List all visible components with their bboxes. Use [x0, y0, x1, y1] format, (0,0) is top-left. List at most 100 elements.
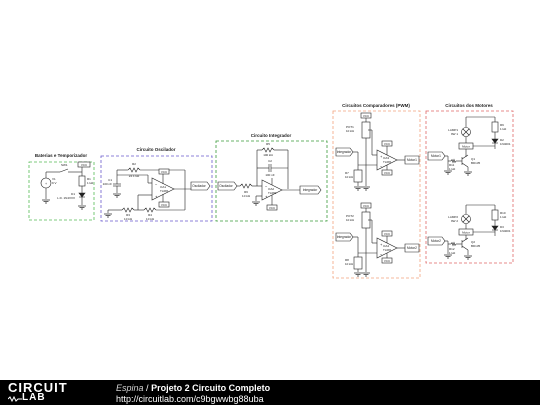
opamp-oa3-label: OA3 [383, 156, 389, 160]
pot2-value: 10 kΩ [346, 218, 355, 222]
lamp1-label: LAMP1 [448, 128, 458, 132]
integrator-section: Circuito Integrador [215, 133, 328, 222]
resistor-r6-label: R6 [244, 190, 248, 194]
vcc-osc-bottom: VCC [161, 203, 168, 207]
vcc-pot1: VCC [363, 114, 370, 118]
comparator-section: Circuitos Comparadores (PWM) [332, 103, 421, 279]
battery-timer-section: Baterias e Temporizador + V1 9 V SW1 R1 … [28, 153, 95, 221]
opamp-oa4-label: OA4 [383, 244, 389, 248]
motor2-input-label: Motor2 [431, 239, 441, 243]
author-link[interactable]: Espina [116, 383, 144, 393]
cap-c1-label: C1 [108, 178, 112, 182]
svg-text:−: − [380, 164, 383, 169]
pot1-value: 10 kΩ [346, 129, 355, 133]
resistor-r1-label: R1 [87, 177, 91, 181]
motor-section: Circuitos dos Motores [425, 103, 514, 264]
diode-d3-value: 1N4001 [500, 229, 511, 233]
resistor-r3-label: R3 [126, 213, 130, 217]
opamp-oa4-value: TL081 [383, 248, 392, 252]
comp2-input-label: Integrador [337, 235, 352, 239]
led-value: L.D. 1N4XXX [57, 196, 75, 200]
pwm2-output-label: Motor2 [407, 246, 417, 250]
footer-bar: CIRCUIT LAB Espina / Projeto 2 Circuito … [0, 380, 540, 405]
resistor-r5-label: R5 [266, 142, 270, 146]
motor2-block-label: Motor [462, 231, 470, 235]
battery-label: V1 [52, 177, 56, 181]
transistor-q1-value: BD135 [471, 161, 481, 165]
oscillator-section: Circuito Oscilador [100, 147, 213, 222]
vcc-net-label: VCC [81, 163, 88, 167]
svg-text:−: − [155, 182, 158, 187]
resistor-r11-value: 1 kΩ [449, 167, 456, 171]
vcc-comp2-bottom: VCC [384, 259, 391, 263]
lamp1-value: 9W 1 [451, 132, 458, 136]
resistor-r2-label: R2 [132, 162, 136, 166]
motor1-input-label: Motor1 [431, 154, 441, 158]
logo-text-top: CIRCUIT [8, 380, 68, 395]
circuitlab-logo[interactable]: CIRCUIT LAB [8, 380, 108, 404]
oscillator-output-label: Oscilador [192, 184, 206, 188]
resistor-r8-label: R8 [345, 258, 349, 262]
vcc-comp1-top: VCC [384, 142, 391, 146]
vcc-comp1-bottom: VCC [384, 171, 391, 175]
motor-section-frame [425, 110, 514, 264]
resistor-r12-value: 1 kΩ [449, 251, 456, 255]
svg-text:+: + [265, 194, 268, 199]
resistor-r6-value: 10 kΩ [242, 194, 251, 198]
opamp-oa2-value: TL081 [268, 191, 277, 195]
project-url[interactable]: http://circuitlab.com/c9bgwwbg88uba [116, 394, 264, 404]
diode-d2-value: 1N4001 [500, 142, 511, 146]
svg-text:+: + [380, 154, 383, 159]
resistor-r10-label: R10 [500, 211, 506, 215]
schematic-svg: Baterias e Temporizador + V1 9 V SW1 R1 … [28, 103, 514, 279]
logo-circuit-icon [8, 395, 22, 403]
vcc-comp2-top: VCC [384, 232, 391, 236]
resistor-r4-value: 10 kΩ [146, 217, 155, 221]
battery-section-title: Baterias e Temporizador [35, 153, 87, 158]
integrator-input-label: Oscilador [219, 184, 233, 188]
svg-text:+: + [155, 194, 158, 199]
battery-value: 9 V [52, 181, 57, 185]
resistor-r8-value: 10 kΩ [345, 262, 354, 266]
integrator-output-label: Integrador [303, 188, 318, 192]
svg-text:−: − [380, 252, 383, 257]
diode-d2-label: D2 [500, 138, 504, 142]
svg-text:+: + [380, 242, 383, 247]
integrator-section-title: Circuito Integrador [251, 133, 292, 138]
comparator-section-title: Circuitos Comparadores (PWM) [342, 103, 410, 108]
resistor-r9-value: 1 kΩ [500, 127, 507, 131]
project-name: Projeto 2 Circuito Completo [151, 383, 271, 393]
oscillator-section-title: Circuito Oscilador [136, 147, 175, 152]
resistor-r12-label: R12 [449, 247, 455, 251]
integrator-section-frame [215, 140, 328, 222]
diode-d3-label: D3 [500, 225, 504, 229]
vcc-osc-top: VCC [161, 170, 168, 174]
opamp-oa3-value: TL081 [383, 160, 392, 164]
resistor-r11-label: R11 [449, 163, 455, 167]
cap-c1-value: 100 nF [103, 182, 113, 186]
resistor-r2-value: 22.1 kΩ [129, 174, 140, 178]
transistor-q2-value: BD135 [471, 244, 481, 248]
opamp-oa1-label: OA1 [160, 185, 166, 189]
svg-text:−: − [265, 184, 268, 189]
schematic-canvas: Baterias e Temporizador + V1 9 V SW1 R1 … [28, 103, 514, 279]
project-title-line: Espina / Projeto 2 Circuito Completo [116, 383, 270, 393]
svg-text:+: + [45, 182, 47, 186]
cap-c2-value: 100 nF [265, 173, 275, 177]
motor1-block-label: Motor [462, 145, 470, 149]
resistor-r5-value: 100 kΩ [263, 153, 273, 157]
lamp2-value: 9W 2 [451, 219, 458, 223]
oscillator-section-frame [100, 155, 213, 222]
logo-text-bottom: LAB [22, 392, 46, 403]
cap-c2-label: C2 [268, 159, 272, 163]
pot1-label: POT1 [346, 125, 354, 129]
transistor-q1-label: Q1 [471, 157, 475, 161]
opamp-oa1-value: TL081 [160, 189, 169, 193]
vcc-pot2: VCC [363, 204, 370, 208]
resistor-r10-value: 1 kΩ [500, 215, 507, 219]
lamp2-label: LAMP2 [448, 215, 458, 219]
transistor-q2-label: Q2 [471, 240, 475, 244]
comparator-section-frame [332, 110, 421, 279]
battery-section-frame [28, 161, 95, 221]
pot2-label: POT2 [346, 214, 354, 218]
